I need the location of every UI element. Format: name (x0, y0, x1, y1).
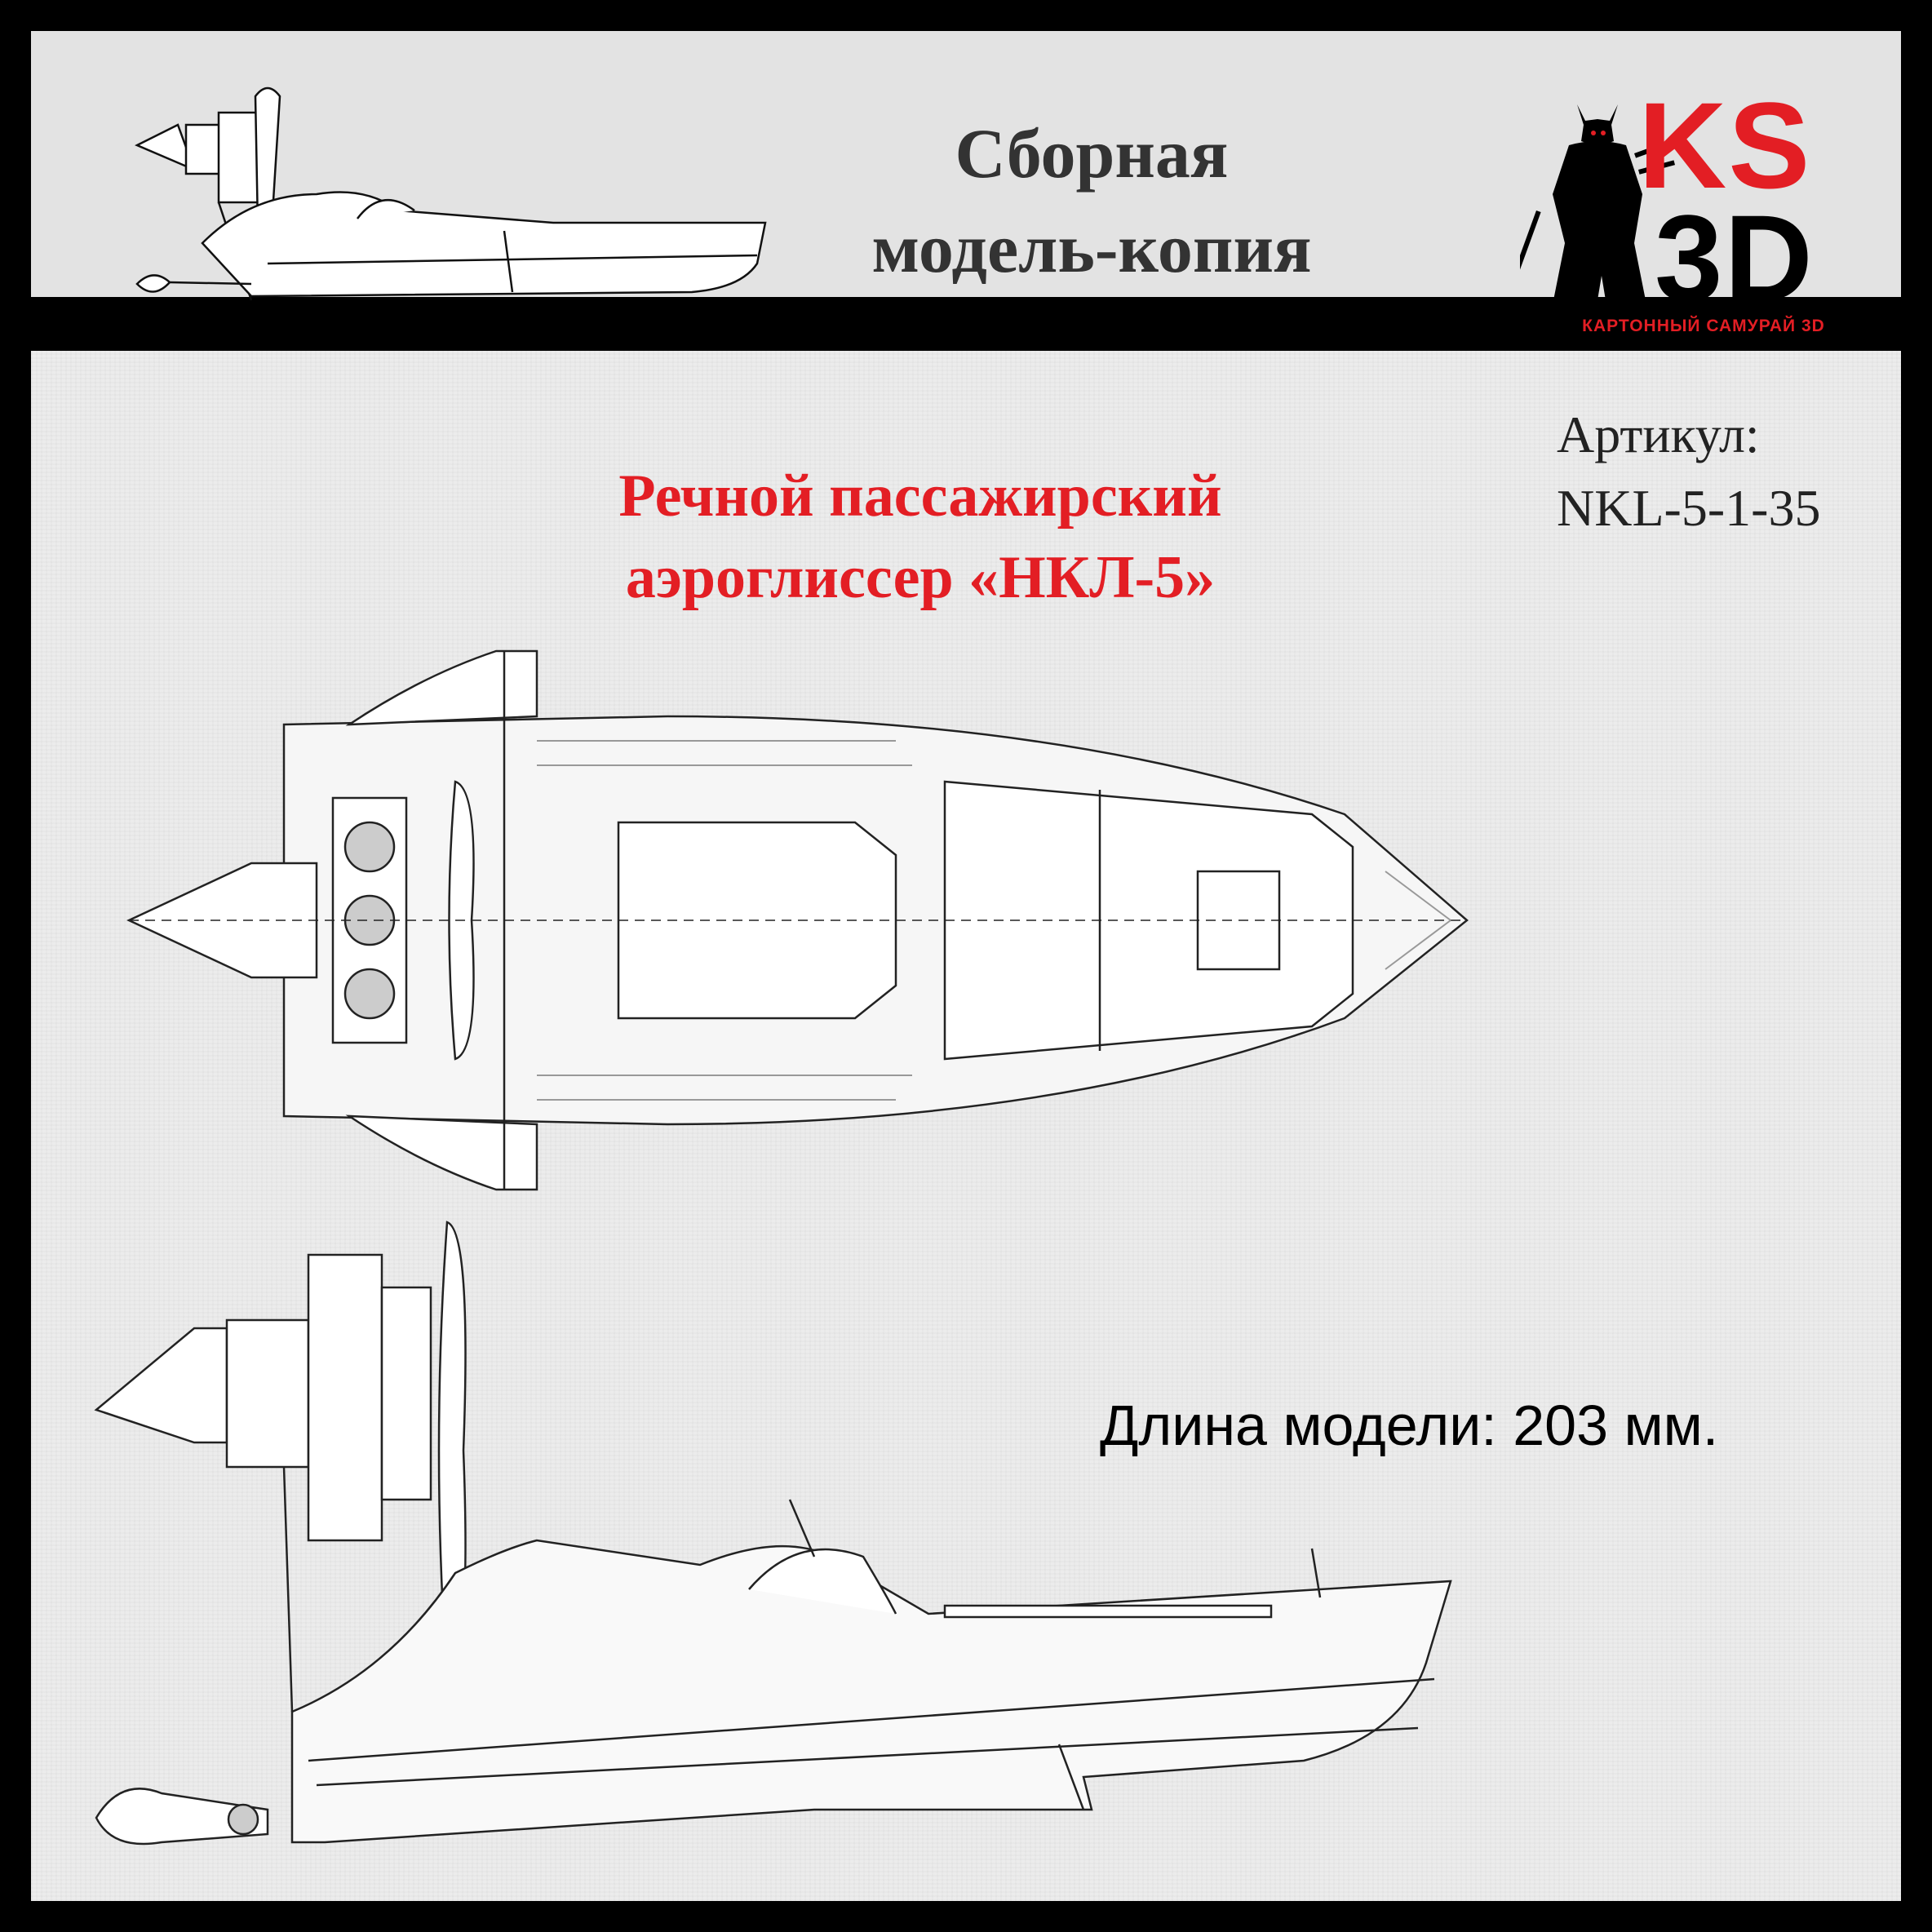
logo-brand-ks: KS (1638, 77, 1812, 214)
samurai-logo-icon (1520, 104, 1675, 325)
boat-top-view (126, 649, 1469, 1191)
boat-side-view (94, 1221, 1452, 1846)
thumbnail-side-view (135, 86, 767, 301)
article-label: Артикул: (1557, 405, 1760, 463)
article-code: NKL-5-1-35 (1557, 479, 1821, 537)
product-name-line2: аэроглиссер «НКЛ-5» (625, 544, 1216, 611)
logo-tagline: КАРТОННЫЙ САМУРАЙ 3D (1582, 317, 1825, 335)
header-title-line1: Сборная (955, 114, 1229, 193)
product-name-line1: Речной пассажирский (618, 463, 1222, 530)
logo-brand-3d: 3D (1655, 189, 1815, 326)
model-length: Длина модели: 203 мм. (1100, 1394, 1719, 1457)
header-title-line2: модель-копия (871, 209, 1312, 287)
header-title: Сборная модель-копия (749, 106, 1434, 295)
page-frame: Сборная модель-копия KS 3D КАРТОННЫЙ САМ… (31, 31, 1901, 1901)
product-name: Речной пассажирский аэроглиссер «НКЛ-5» (553, 455, 1287, 618)
article-block: Артикул: NKL-5-1-35 (1557, 398, 1899, 545)
